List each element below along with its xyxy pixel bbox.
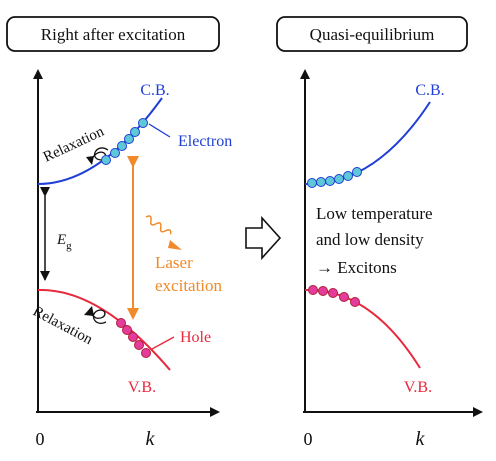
left-cb-label: C.B. [140, 82, 169, 99]
band-gap-label: Eg [56, 232, 72, 252]
electron-dot [352, 167, 362, 177]
left-conduction-band-curve [37, 97, 163, 185]
hole-dot [339, 292, 349, 302]
electron-dot [307, 178, 317, 188]
left-title-box [6, 16, 220, 52]
electron-dot [316, 177, 326, 187]
hole-dot [318, 286, 328, 296]
laser-label-line2: excitation [155, 276, 223, 295]
hole-dot [128, 332, 138, 342]
right-vb-label: V.B. [404, 379, 432, 396]
right-valence-band-curve [304, 288, 421, 369]
relaxation-bottom-label: Relaxation [30, 303, 95, 348]
hole-dot [122, 325, 132, 335]
laser-label-line1: Laser [155, 253, 193, 272]
right-k-label: k [416, 428, 426, 450]
hole-dot [350, 297, 360, 307]
electron-dot [117, 141, 127, 151]
left-electrons [101, 118, 148, 165]
left-panel: Right after excitation 0 k C.B. V.B. Eg … [6, 16, 232, 450]
hole-dot [328, 288, 338, 298]
right-holes [308, 285, 360, 307]
left-origin-label: 0 [36, 429, 45, 449]
relaxation-top-curl-arrowhead-icon [86, 156, 94, 165]
left-holes [116, 318, 151, 358]
right-electrons [307, 167, 362, 188]
hole-dot [134, 340, 144, 350]
electron-dot [130, 127, 140, 137]
left-vb-label: V.B. [128, 379, 156, 396]
right-hollow-arrow-icon [245, 215, 282, 261]
hole-dot [116, 318, 126, 328]
laser-wave-icon [145, 215, 172, 235]
electron-dot [110, 148, 120, 158]
electron-pointer [148, 123, 171, 138]
right-cb-label: C.B. [415, 82, 444, 99]
electron-dot [124, 134, 134, 144]
hole-pointer [151, 336, 175, 350]
laser-wave-arrowhead-icon [168, 240, 182, 250]
electron-dot [325, 176, 335, 186]
electron-dot [334, 174, 344, 184]
electron-label: Electron [178, 133, 232, 150]
left-k-label: k [146, 428, 156, 450]
quasi-text-line1: Low temperature [316, 204, 433, 223]
relaxation-bottom-curl-icon [87, 309, 107, 324]
electron-dot [343, 171, 353, 181]
electron-dot [138, 118, 148, 128]
electron-dot [101, 155, 111, 165]
relaxation-bottom-curl-arrowhead-icon [84, 306, 94, 316]
left-valence-band-curve [37, 288, 171, 371]
left-title: Right after excitation [41, 25, 186, 44]
quasi-text-line3: → Excitons [316, 258, 397, 277]
right-title-box [276, 16, 468, 52]
quasi-text-line2: and low density [316, 230, 424, 249]
hole-dot [308, 285, 318, 295]
right-panel: Quasi-equilibrium 0 k C.B. V.B. [276, 16, 483, 450]
hole-dot [141, 348, 151, 358]
right-title: Quasi-equilibrium [310, 25, 435, 44]
right-origin-label: 0 [304, 429, 313, 449]
hole-label: Hole [180, 329, 211, 346]
right-conduction-band-curve [304, 101, 431, 186]
